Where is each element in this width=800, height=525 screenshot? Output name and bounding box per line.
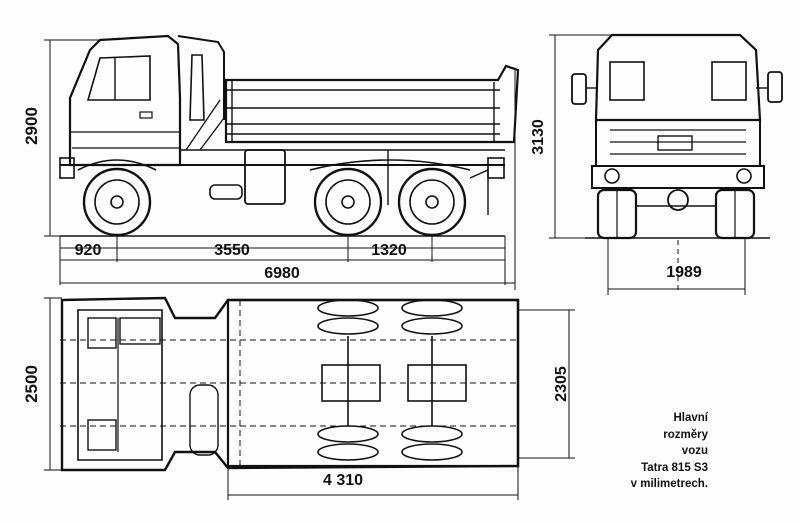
dim-overall-length: 6980 [264, 265, 300, 282]
front-view-dimension-lines [549, 34, 746, 295]
drawing-caption: Hlavní rozměry vozu Tatra 815 S3 v milim… [588, 410, 708, 493]
caption-line-5: v milimetrech. [630, 478, 708, 490]
side-view-truck [59, 34, 520, 237]
dim-body-length: 4 310 [323, 472, 363, 489]
dim-wheelbase: 3550 [214, 242, 250, 259]
dim-height-cab: 2900 [22, 107, 41, 145]
rear-wheel-2 [397, 167, 467, 237]
dim-overall-width: 2500 [22, 365, 41, 403]
dimension-labels: 2900 920 3550 1320 6980 3130 1989 2500 2… [22, 107, 702, 489]
caption-line-4: Tatra 815 S3 [641, 461, 708, 474]
dim-height-front: 3130 [530, 119, 547, 155]
side-view-dimension-lines [44, 39, 516, 290]
dim-rear-axle-spacing: 1320 [371, 242, 407, 259]
top-view-truck [60, 296, 520, 472]
dim-front-overhang: 920 [75, 242, 102, 259]
front-wheel [82, 167, 152, 237]
top-view-centerlines [60, 300, 520, 466]
caption-line-1: Hlavní [673, 412, 708, 424]
rear-wheel-1 [313, 167, 383, 237]
caption-line-3: vozu [681, 445, 708, 457]
dim-body-width: 2305 [553, 366, 570, 402]
top-view-dimension-lines [44, 297, 575, 500]
dim-track-width: 1989 [666, 264, 702, 281]
caption-line-2: rozměry [663, 428, 708, 441]
front-view-truck [571, 33, 783, 240]
